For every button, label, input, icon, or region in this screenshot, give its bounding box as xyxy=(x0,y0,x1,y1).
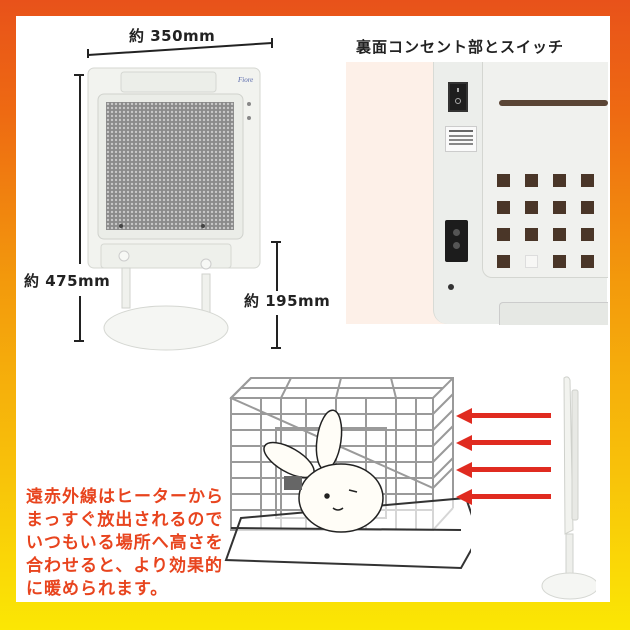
vent-icon xyxy=(497,228,510,241)
stand-dimension-tick-top xyxy=(271,241,281,243)
rear-view-photo xyxy=(346,62,608,325)
vent-icon xyxy=(553,228,566,241)
vent-icon xyxy=(525,174,538,187)
arrow-icon xyxy=(456,462,556,482)
rear-inner-panel xyxy=(482,62,608,278)
caption-line: まっすぐ放出されるので xyxy=(26,510,224,530)
arrow-icon xyxy=(456,435,556,455)
stand-dimension-label: 約 195mm xyxy=(244,292,331,310)
height-dimension-line-top xyxy=(79,74,81,264)
rear-bottom-cover xyxy=(499,302,608,325)
vent-icon xyxy=(581,255,594,268)
vent-icon xyxy=(553,201,566,214)
caption-line: 遠赤外線はヒーターから xyxy=(26,487,224,507)
heater-front-icon: Fiore xyxy=(87,67,261,351)
height-dimension-label: 約 475mm xyxy=(24,272,111,290)
arrow-icon xyxy=(456,489,556,509)
heater-side-icon xyxy=(541,376,596,600)
arrow-icon xyxy=(456,408,556,428)
caption-line: 合わせると、より効果的 xyxy=(26,556,223,576)
vent-grid xyxy=(497,174,594,268)
power-switch-icon xyxy=(448,82,468,112)
height-dimension-tick-top xyxy=(74,74,84,76)
vent-icon xyxy=(581,174,594,187)
vent-icon xyxy=(581,201,594,214)
rear-panel-body xyxy=(433,62,608,325)
svg-text:Fiore: Fiore xyxy=(237,76,253,84)
content-panel: 約 350mm 約 475mm 約 195mm xyxy=(16,16,610,602)
rear-view-title: 裏面コンセント部とスイッチ xyxy=(356,38,565,56)
stand-dimension-line-top xyxy=(276,241,278,291)
screw-icon xyxy=(448,284,454,290)
width-dimension-label: 約 350mm xyxy=(129,27,216,45)
stand-dimension-line-bottom xyxy=(276,315,278,349)
power-inlet-icon xyxy=(445,220,468,262)
vent-icon xyxy=(525,255,538,268)
water-bottle-icon xyxy=(284,476,302,490)
vent-icon xyxy=(525,228,538,241)
width-dimension-line-icon xyxy=(87,38,273,58)
vent-icon xyxy=(497,201,510,214)
vent-icon xyxy=(525,201,538,214)
rating-label-icon xyxy=(445,126,477,152)
vent-icon xyxy=(553,255,566,268)
vent-icon xyxy=(553,174,566,187)
height-dimension-tick-bottom xyxy=(74,340,84,342)
caption-block: 遠赤外線はヒーターから まっすぐ放出されるので いつもいる場所へ高さを 合わせる… xyxy=(26,486,224,601)
caption-line: に暖められます。 xyxy=(26,579,169,599)
vent-icon xyxy=(581,228,594,241)
height-dimension-line-bottom xyxy=(79,296,81,342)
vent-icon xyxy=(497,174,510,187)
vent-icon xyxy=(497,255,510,268)
caption-line: いつもいる場所へ高さを xyxy=(26,533,224,553)
stand-dimension-tick-bottom xyxy=(271,347,281,349)
top-vent-slot xyxy=(499,100,608,106)
cage-icon xyxy=(224,377,471,570)
rabbit-icon xyxy=(263,409,384,533)
